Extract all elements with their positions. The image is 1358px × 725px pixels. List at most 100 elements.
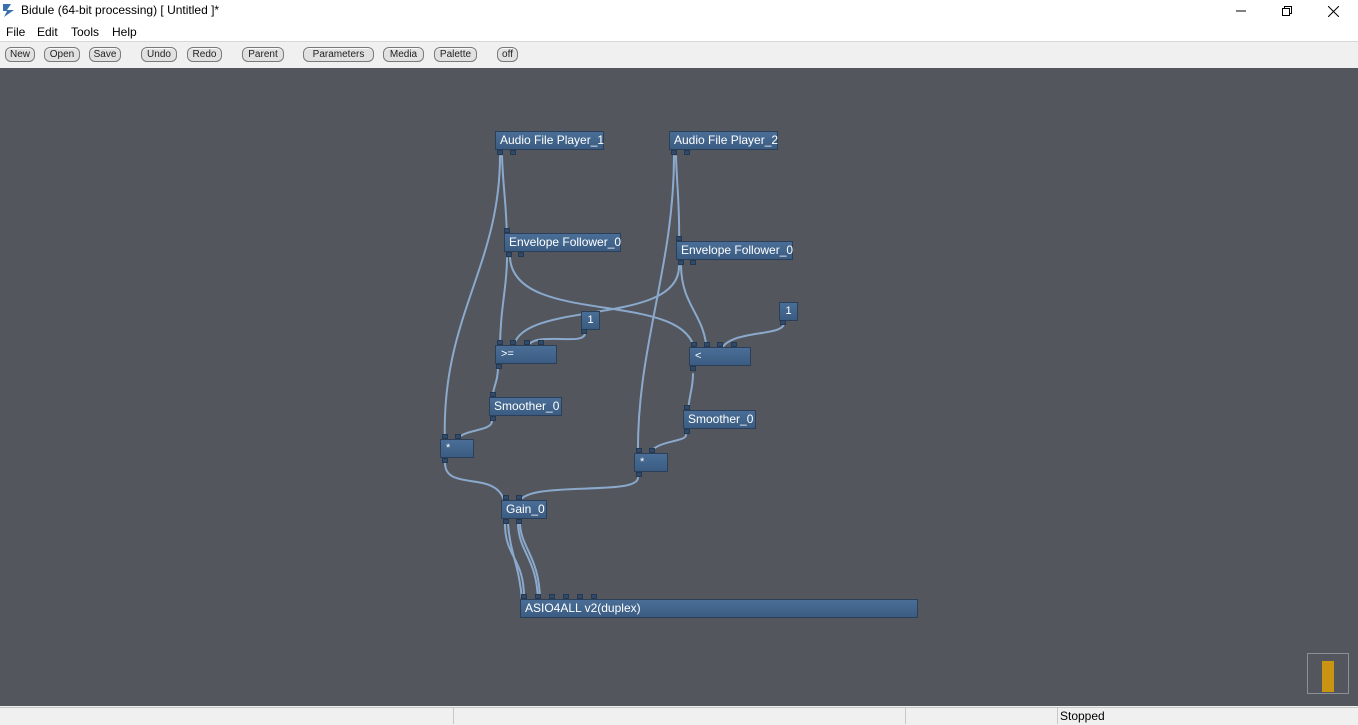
menu-bar: File Edit Tools Help: [0, 22, 1358, 41]
status-bar: Stopped: [0, 706, 1358, 725]
audio-device-node[interactable]: ASIO4ALL v2(duplex): [520, 599, 918, 618]
envelope-follower-left-node[interactable]: Envelope Follower_0: [504, 233, 621, 252]
status-cell: [0, 707, 453, 724]
audio-file-player-2-node[interactable]: Audio File Player_2: [669, 131, 778, 150]
off-button[interactable]: off: [497, 47, 518, 62]
input-port[interactable]: [636, 448, 642, 453]
input-port[interactable]: [497, 340, 503, 345]
wire: [519, 523, 541, 602]
wire: [509, 257, 696, 354]
gain-node[interactable]: Gain_0: [501, 500, 547, 519]
constant-right-node[interactable]: 1: [779, 302, 798, 321]
title-bar: Bidule (64-bit processing) [ Untitled ]*: [0, 0, 1358, 22]
bidule-app-icon: [3, 4, 14, 17]
input-port[interactable]: [455, 434, 461, 439]
input-port[interactable]: [490, 392, 496, 397]
palette-button[interactable]: Palette: [434, 47, 477, 62]
input-port[interactable]: [442, 434, 448, 439]
menu-edit[interactable]: Edit: [37, 25, 58, 39]
output-port[interactable]: [684, 429, 690, 434]
input-port[interactable]: [704, 342, 710, 347]
input-port[interactable]: [731, 342, 737, 347]
media-button[interactable]: Media: [383, 47, 424, 62]
input-port[interactable]: [549, 594, 555, 599]
status-cell: [453, 707, 905, 724]
output-port[interactable]: [497, 150, 503, 155]
close-icon: [1327, 5, 1339, 17]
wire: [512, 265, 681, 351]
undo-button[interactable]: Undo: [141, 47, 177, 62]
input-port[interactable]: [649, 448, 655, 453]
menu-help[interactable]: Help: [112, 25, 137, 39]
status-cell: [905, 707, 1057, 724]
menu-file[interactable]: File: [6, 25, 26, 39]
input-port[interactable]: [577, 594, 583, 599]
output-port[interactable]: [690, 260, 696, 265]
wire: [675, 155, 681, 247]
open-button[interactable]: Open: [44, 47, 80, 62]
minimize-button[interactable]: [1218, 0, 1264, 22]
output-port[interactable]: [442, 458, 448, 463]
multiply-right-node[interactable]: *: [634, 453, 668, 472]
wire: [680, 265, 708, 354]
input-port[interactable]: [684, 405, 690, 410]
toolbar: New Open Save Undo Redo Parent Parameter…: [0, 41, 1358, 68]
input-port[interactable]: [521, 594, 527, 599]
output-port[interactable]: [490, 416, 496, 421]
compare-lt-node[interactable]: <: [689, 347, 751, 366]
restore-icon: [1282, 6, 1292, 16]
input-port[interactable]: [516, 495, 522, 500]
output-port[interactable]: [684, 150, 690, 155]
output-port[interactable]: [503, 519, 509, 524]
compare-gte-node[interactable]: >=: [495, 345, 557, 364]
output-port[interactable]: [581, 329, 587, 334]
wire: [499, 257, 508, 351]
restore-button[interactable]: [1264, 0, 1310, 22]
redo-button[interactable]: Redo: [187, 47, 222, 62]
input-port[interactable]: [503, 495, 509, 500]
parent-button[interactable]: Parent: [242, 47, 284, 62]
output-port[interactable]: [678, 260, 684, 265]
transport-status: Stopped: [1057, 707, 1358, 724]
smoother-right-node[interactable]: Smoother_0: [683, 410, 756, 429]
output-port[interactable]: [506, 252, 512, 257]
output-port[interactable]: [690, 366, 696, 371]
audio-file-player-1-node[interactable]: Audio File Player_1: [495, 131, 604, 150]
output-port[interactable]: [671, 150, 677, 155]
input-port[interactable]: [717, 342, 723, 347]
wire: [636, 155, 675, 459]
patch-canvas[interactable]: Audio File Player_1 Audio File Player_2 …: [0, 68, 1358, 706]
wire: [444, 462, 506, 506]
input-port[interactable]: [510, 340, 516, 345]
parameters-button[interactable]: Parameters: [303, 47, 374, 62]
constant-left-node[interactable]: 1: [581, 311, 600, 330]
close-button[interactable]: [1310, 0, 1356, 22]
input-port[interactable]: [538, 340, 544, 345]
output-port[interactable]: [510, 150, 516, 155]
output-port[interactable]: [516, 519, 522, 524]
input-port[interactable]: [504, 228, 510, 233]
output-port[interactable]: [496, 364, 502, 369]
window-title: Bidule (64-bit processing) [ Untitled ]*: [21, 3, 220, 17]
multiply-left-node[interactable]: *: [440, 439, 474, 458]
wire: [443, 155, 501, 445]
output-port[interactable]: [518, 252, 524, 257]
input-port[interactable]: [535, 594, 541, 599]
envelope-follower-right-node[interactable]: Envelope Follower_0: [676, 241, 793, 260]
cpu-meter-fill: [1322, 661, 1334, 692]
smoother-left-node[interactable]: Smoother_0: [489, 397, 562, 416]
save-button[interactable]: Save: [89, 47, 121, 62]
output-port[interactable]: [780, 320, 786, 325]
menu-tools[interactable]: Tools: [71, 25, 100, 39]
new-button[interactable]: New: [5, 47, 35, 62]
wire: [719, 322, 785, 354]
input-port[interactable]: [591, 594, 597, 599]
input-port[interactable]: [563, 594, 569, 599]
input-port[interactable]: [676, 236, 682, 241]
input-port[interactable]: [524, 340, 530, 345]
output-port[interactable]: [636, 472, 642, 477]
minimize-icon: [1236, 10, 1246, 12]
wire: [507, 523, 523, 602]
input-port[interactable]: [691, 342, 697, 347]
wire: [501, 155, 508, 239]
